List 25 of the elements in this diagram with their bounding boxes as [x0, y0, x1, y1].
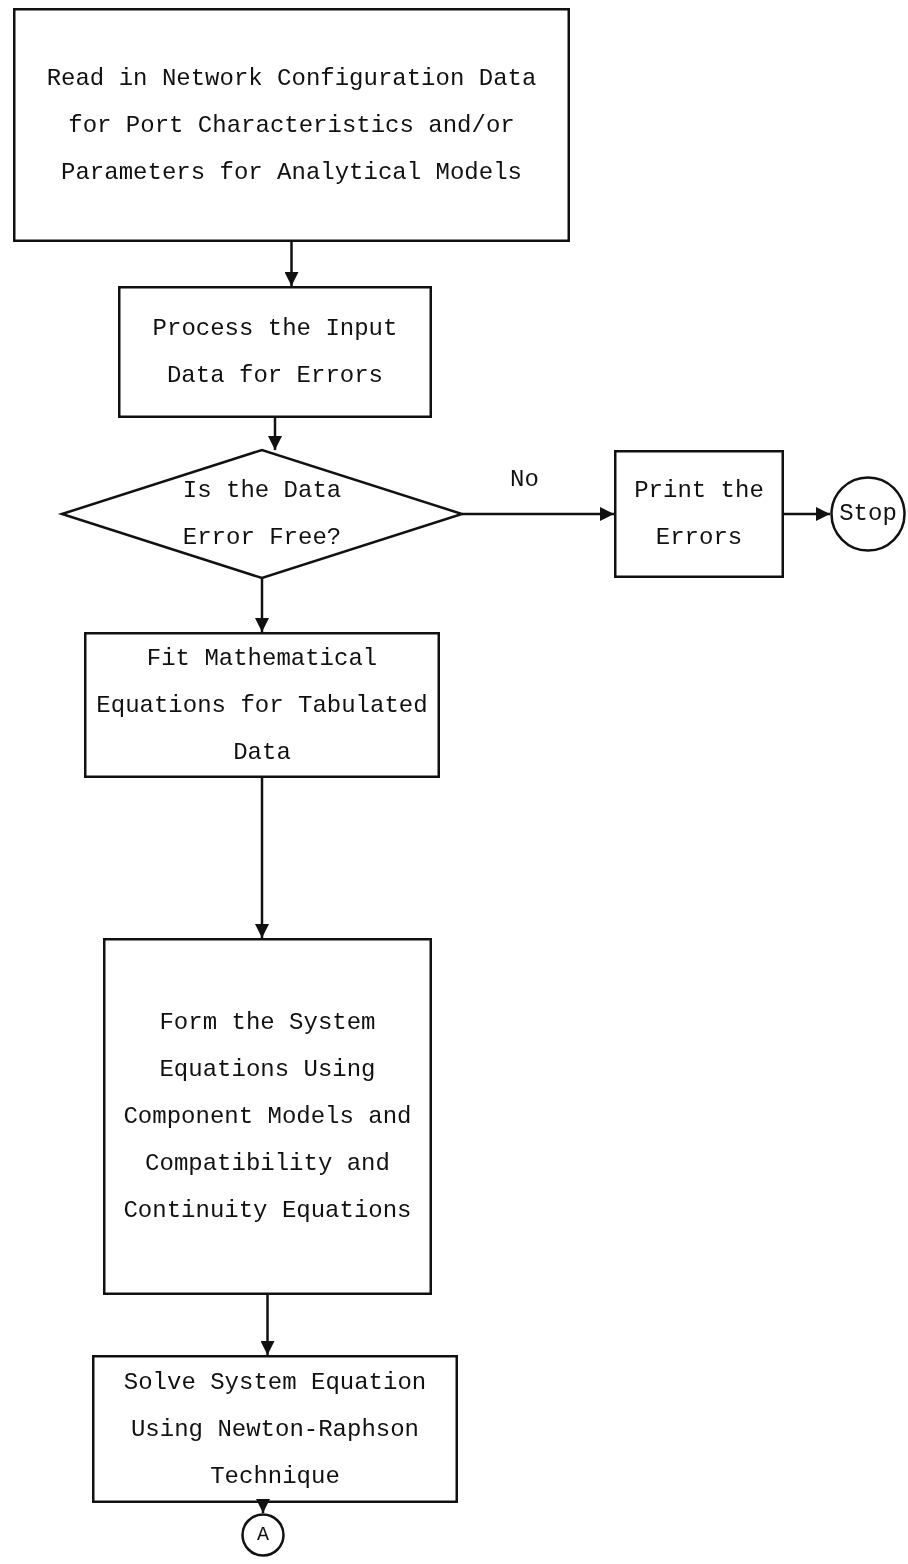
process-box: [92, 1355, 458, 1503]
arrow: [462, 507, 614, 521]
process-box: [103, 938, 432, 1295]
process-box: [118, 286, 432, 418]
process-box: [614, 450, 784, 578]
process-box: [13, 8, 570, 242]
node-text: Fit Mathematical Equations for Tabulated Data: [95, 643, 429, 768]
arrow: [260, 1295, 275, 1355]
arrow: [284, 242, 299, 286]
node-text: Process the Input Data for Errors: [151, 314, 399, 391]
arrow: [255, 778, 269, 938]
terminal-circle: [830, 476, 906, 552]
arrow: [268, 418, 282, 450]
process-box: [84, 632, 440, 778]
node-text: Read in Network Configuration Data for Port Characteristics and/or Parameters for Analytical Models: [45, 63, 538, 188]
node-text: Form the System Equations Using Component Models and Compatibility and Continuity Equations: [122, 1008, 413, 1226]
node-text: Print the Errors: [633, 476, 765, 553]
connector-circle: [241, 1513, 285, 1557]
node-text: Solve System Equation Using Newton-Raphson Technique: [122, 1367, 428, 1492]
node-text: Stop: [839, 502, 897, 526]
node-text: A: [257, 1523, 269, 1547]
node-text: Is the Data Error Free?: [181, 476, 343, 553]
arrow: [784, 507, 830, 521]
arrow: [256, 1499, 270, 1513]
arrow: [255, 578, 269, 632]
